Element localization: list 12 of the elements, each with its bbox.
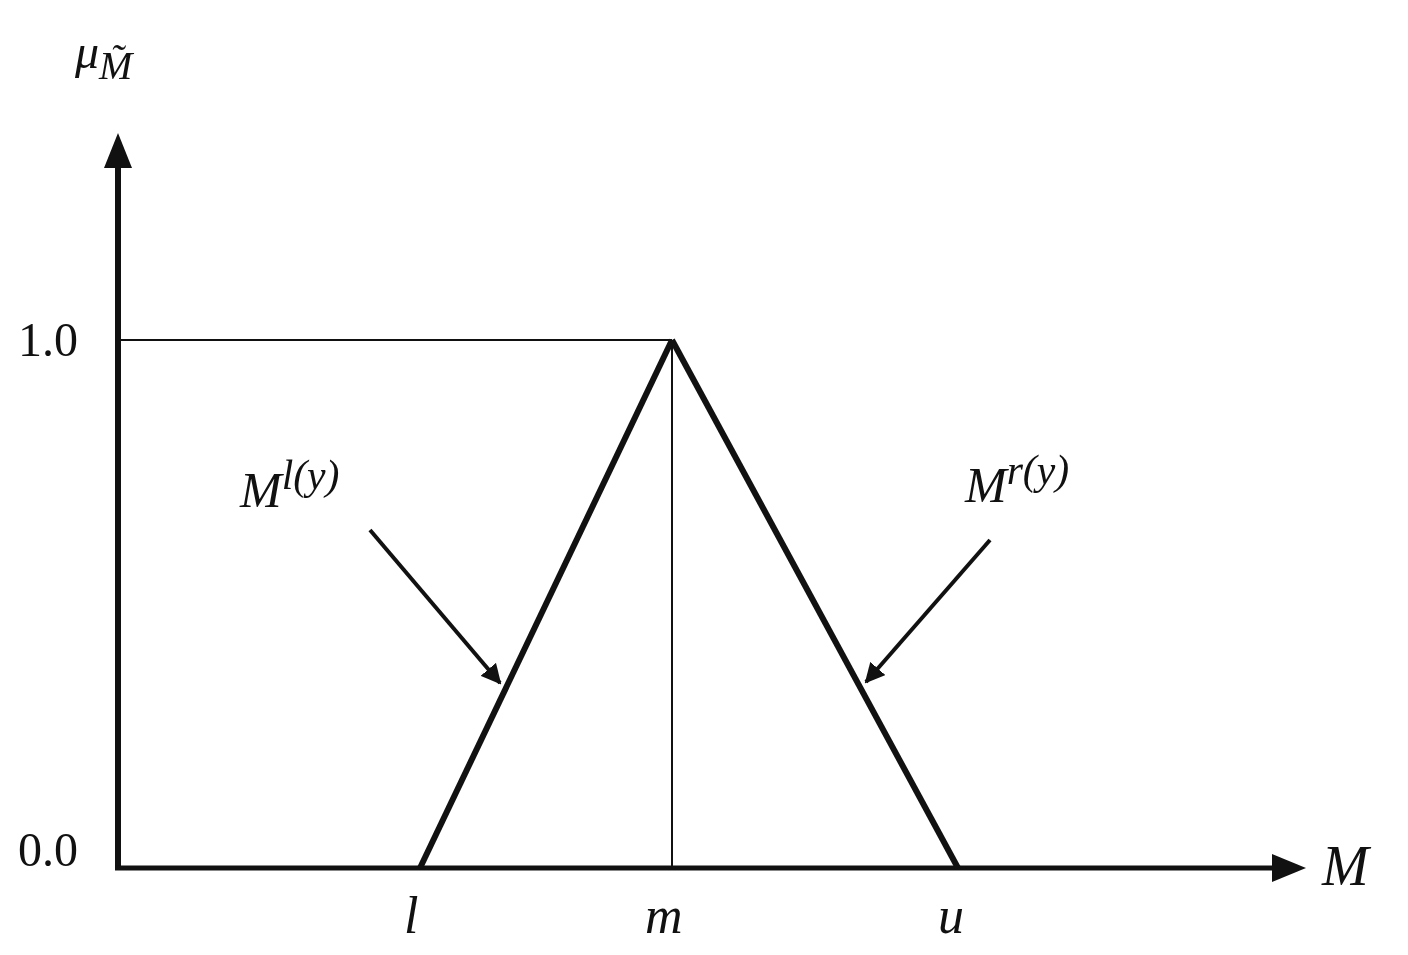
leader-line [368, 528, 502, 685]
leader-line [864, 538, 992, 684]
tick-label: m [645, 890, 683, 942]
tick-label: u [938, 890, 964, 942]
axis-label: μ$_{M̃}$ [75, 28, 133, 86]
curve-label: M$^{r(y)}$ [965, 450, 1070, 510]
tick-label: l [404, 890, 419, 942]
curve-label: M$^{l(y)}$ [240, 455, 340, 515]
tick-label: 0.0 [18, 826, 78, 874]
tick-label: 1.0 [18, 316, 78, 364]
triangle-side-line [669, 338, 961, 870]
axis-label: M [1322, 838, 1369, 894]
